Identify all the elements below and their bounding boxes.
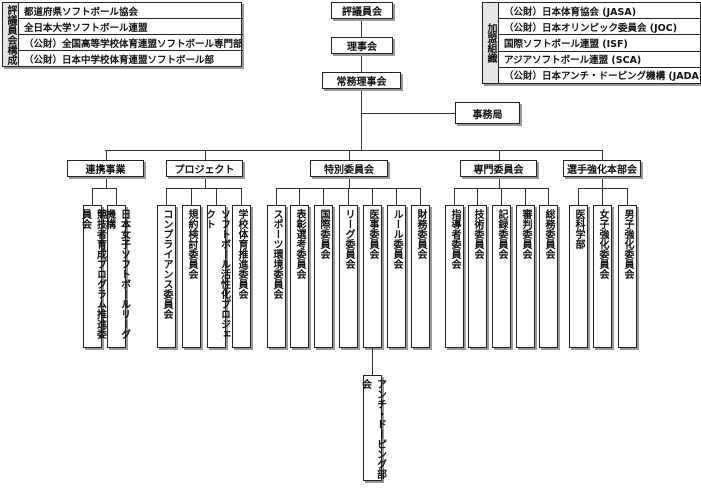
- connector-line: [106, 176, 107, 188]
- council-member: （公財）全国高等学校体育連盟ソフトボール専門部: [19, 35, 243, 51]
- committee-box: 日本女子ソフトボールリーグ機構: [104, 205, 130, 348]
- committee-box: 競技者育成プログラム推進委員会: [80, 205, 106, 348]
- division-box: 特別委員会: [310, 160, 388, 177]
- connector-line: [299, 188, 300, 205]
- committee-box: 医科学部: [569, 205, 588, 348]
- connector-line: [92, 188, 93, 205]
- division-box: プロジェクト: [166, 160, 243, 177]
- committee-box: 表彰選考委員会: [290, 205, 309, 348]
- connector-line: [106, 150, 107, 160]
- connector-line: [602, 150, 603, 160]
- executive-board-box: 常務理事会: [322, 72, 401, 89]
- connector-line: [276, 188, 277, 205]
- connector-line: [348, 188, 349, 205]
- committee-box: 指導者委員会: [445, 205, 464, 348]
- division-bus-line: [105, 150, 603, 151]
- connector-line: [602, 176, 603, 188]
- connector-line: [525, 188, 526, 205]
- board-box: 理事会: [331, 37, 393, 54]
- council-member: （公財）日本中学校体育連盟ソフトボール部: [24, 54, 215, 66]
- branch-line: [92, 188, 117, 189]
- division-box: 専門委員会: [460, 160, 537, 177]
- committee-box: 学校体育推進委員会: [232, 205, 251, 348]
- committee-box: スポーツ環境委員会: [267, 205, 286, 348]
- council-composition-panel: 評議員会構成 都道府県ソフトボール協会 全日本大学ソフトボール連盟 （公財）全国…: [2, 2, 243, 67]
- committee-box: コンプライアンス委員会: [157, 205, 176, 348]
- connector-line: [372, 348, 373, 375]
- connector-line: [548, 188, 549, 205]
- connector-line: [420, 188, 421, 205]
- committee-box: ルール委員会: [387, 205, 406, 348]
- connector-line: [501, 188, 502, 205]
- connector-line: [477, 188, 478, 205]
- connector-line: [627, 188, 628, 205]
- panel-label: 評議員会構成: [3, 3, 19, 66]
- connector-line: [349, 176, 350, 188]
- committee-box: リーグ委員会: [339, 205, 358, 348]
- affiliated-org: （公財）日本オリンピック委員会 (JOC): [499, 19, 701, 36]
- division-box: 連携事業: [67, 160, 144, 177]
- committee-box: ソフトボール活性化プロジェクト: [204, 205, 230, 348]
- affiliated-org: アジアソフトボール連盟 (SCA): [499, 52, 701, 68]
- secretariat-line: [362, 113, 455, 114]
- connector-line: [578, 188, 579, 205]
- council-member: 全日本大学ソフトボール連盟: [19, 19, 243, 35]
- committee-box: 医事委員会: [363, 205, 382, 348]
- connector-line: [499, 176, 500, 188]
- panel-label: 加盟組織: [483, 3, 499, 83]
- committee-box: 技術委員会: [468, 205, 487, 348]
- connector-line: [602, 188, 603, 205]
- connector-line: [191, 188, 192, 205]
- affiliated-org: （公財）日本アンチ・ドーピング機構 (JADA): [504, 71, 701, 83]
- branch-line: [578, 188, 628, 189]
- anti-doping-box: アンチ・ドーピング部会: [360, 375, 386, 481]
- committee-box: 規約検討委員会: [182, 205, 201, 348]
- connector-line: [241, 188, 242, 205]
- council-box: 評議員会: [331, 2, 393, 19]
- connector-line: [372, 188, 373, 205]
- connector-line: [499, 150, 500, 160]
- affiliated-org: 国際ソフトボール連盟 (ISF): [499, 35, 701, 52]
- committee-box: 国際委員会: [314, 205, 333, 348]
- affiliated-org: （公財）日本体育協会 (JASA): [499, 3, 701, 20]
- committee-box: 財務委員会: [411, 205, 430, 348]
- connector-line: [166, 188, 167, 205]
- branch-line: [166, 188, 242, 189]
- connector-line: [323, 188, 324, 205]
- connector-line: [216, 188, 217, 205]
- committee-box: 審判委員会: [516, 205, 535, 348]
- connector-line: [205, 176, 206, 188]
- connector-line: [205, 150, 206, 160]
- council-member: 都道府県ソフトボール協会: [19, 3, 243, 19]
- committee-box: 女子強化委員会: [593, 205, 612, 348]
- connector-line: [349, 150, 350, 160]
- connector-line: [454, 188, 455, 205]
- secretariat-box: 事務局: [455, 102, 520, 124]
- division-box: 選手強化本部会: [563, 160, 641, 177]
- connector-line: [396, 188, 397, 205]
- committee-box: 総務委員会: [539, 205, 558, 348]
- committee-box: 男子強化委員会: [618, 205, 637, 348]
- connector-line: [116, 188, 117, 205]
- committee-box: 記録委員会: [492, 205, 511, 348]
- affiliated-organizations-panel: 加盟組織 （公財）日本体育協会 (JASA) （公財）日本オリンピック委員会 (…: [482, 2, 701, 84]
